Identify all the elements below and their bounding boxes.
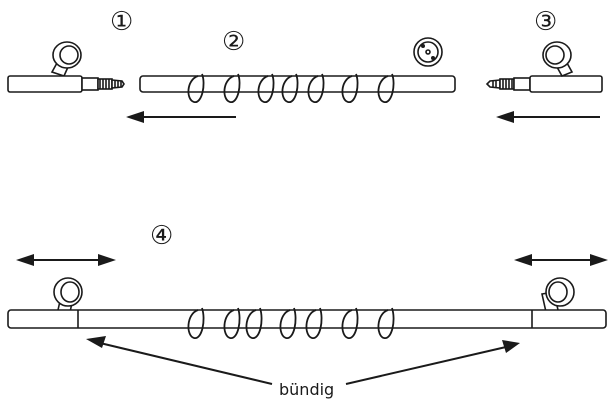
step-2-main-rod: [126, 37, 456, 123]
adjust-arrow-left: [16, 254, 116, 266]
short-rod-left: [7, 75, 83, 93]
flush-pointer-right: [345, 340, 520, 385]
wall-bracket-icon: [541, 277, 575, 313]
direction-arrow-icon: [126, 111, 236, 123]
wall-bracket-icon: [50, 41, 82, 77]
step-4-assembled-rod: bündig: [7, 254, 608, 399]
expansion-screw-icon: [485, 77, 531, 91]
expansion-screw-icon: [81, 77, 125, 91]
step-1-left-end-piece: [7, 41, 125, 93]
step-3-number: ③: [534, 7, 557, 37]
wall-bracket-icon: [542, 41, 574, 78]
flush-pointer-left: [86, 336, 273, 385]
curtain-ring-icon: [187, 73, 395, 103]
step-4-number: ④: [150, 221, 173, 251]
adhesive-pad-icon: [413, 37, 443, 67]
short-rod-right: [529, 75, 603, 93]
adjust-arrow-right: [514, 254, 608, 266]
step-3-right-end-piece: [485, 41, 603, 123]
step-1-number: ①: [110, 7, 133, 37]
wall-bracket-icon: [53, 277, 83, 313]
curtain-ring-icon: [187, 307, 395, 339]
step-2-number: ②: [222, 27, 245, 57]
direction-arrow-icon: [496, 111, 600, 123]
flush-label: bündig: [279, 380, 334, 399]
